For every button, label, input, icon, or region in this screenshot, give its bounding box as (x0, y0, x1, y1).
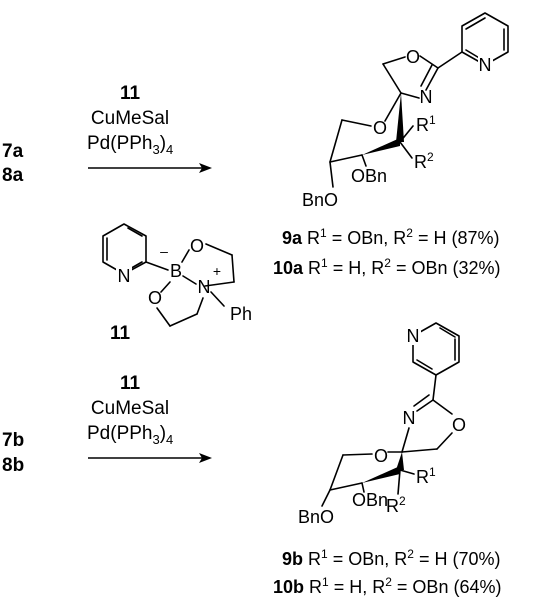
reagent-11-label: 11 (120, 83, 141, 104)
atom-oxazoline-n: N (420, 87, 433, 107)
atom-furanose-o: O (373, 118, 387, 138)
atom-oxazoline-o: O (406, 47, 420, 67)
label-bno-5: BnO (302, 190, 338, 210)
reaction-2: 7b 8b 11 CuMeSal Pd(PPh3)4 N N (2, 322, 501, 597)
atom-boron: B (170, 261, 182, 281)
reaction-arrow-1 (88, 163, 212, 173)
atom-phenyl: Ph (230, 304, 252, 324)
reagent-11-structure: N B – O N + Ph O 11 (102, 223, 252, 344)
catalyst-pd-2: Pd(PPh3)4 (87, 423, 173, 447)
reaction-arrow-2 (88, 453, 212, 463)
atom-pyridine-n: N (479, 55, 492, 75)
label-r1: R1 (416, 113, 436, 135)
atom-reagent-pyridine-n: N (118, 266, 131, 286)
label-r2-2: R2 (386, 494, 406, 516)
label-r2: R2 (414, 150, 434, 172)
product-10a: 10a R1 = H, R2 = OBn (32%) (273, 256, 500, 278)
atom-amine-n: N (198, 277, 211, 297)
charge-plus: + (213, 263, 221, 279)
reagent-11-compound-label: 11 (110, 323, 131, 344)
product-9b: 9b R1 = OBn, R2 = H (70%) (282, 547, 500, 569)
label-obn-3-2: OBn (352, 490, 388, 510)
catalyst-pd: Pd(PPh3)4 (87, 133, 173, 157)
catalyst-cumesal-2: CuMeSal (91, 398, 169, 419)
label-bno-5-2: BnO (298, 507, 334, 527)
charge-minus: – (160, 243, 168, 259)
atom-o-left: O (148, 288, 162, 308)
reagent-11-label-2: 11 (120, 373, 141, 394)
product-structure-9b-10b: N N O O R1 R2 OBn (298, 322, 466, 527)
reaction-1: 7a 8a 11 CuMeSal Pd(PPh3)4 N O (2, 12, 509, 278)
reactant-7b: 7b (2, 430, 24, 451)
product-structure-9a-10a: N O N O R1 R2 OBn (302, 12, 509, 210)
product-9a: 9a R1 = OBn, R2 = H (87%) (282, 226, 499, 248)
reactant-8b: 8b (2, 455, 24, 476)
label-r1-2: R1 (416, 465, 436, 487)
product-10b: 10b R1 = H, R2 = OBn (64%) (273, 575, 501, 597)
atom-oxazoline-o-2: O (452, 415, 466, 435)
atom-o-top: O (190, 236, 204, 256)
reactant-8a: 8a (2, 165, 24, 186)
reactant-7a: 7a (2, 141, 24, 162)
atom-oxazoline-n-2: N (403, 408, 416, 428)
atom-furanose-o-2: O (374, 446, 388, 466)
atom-pyridine-n-2: N (407, 326, 420, 346)
label-obn-3: OBn (351, 166, 387, 186)
catalyst-cumesal: CuMeSal (91, 108, 169, 129)
